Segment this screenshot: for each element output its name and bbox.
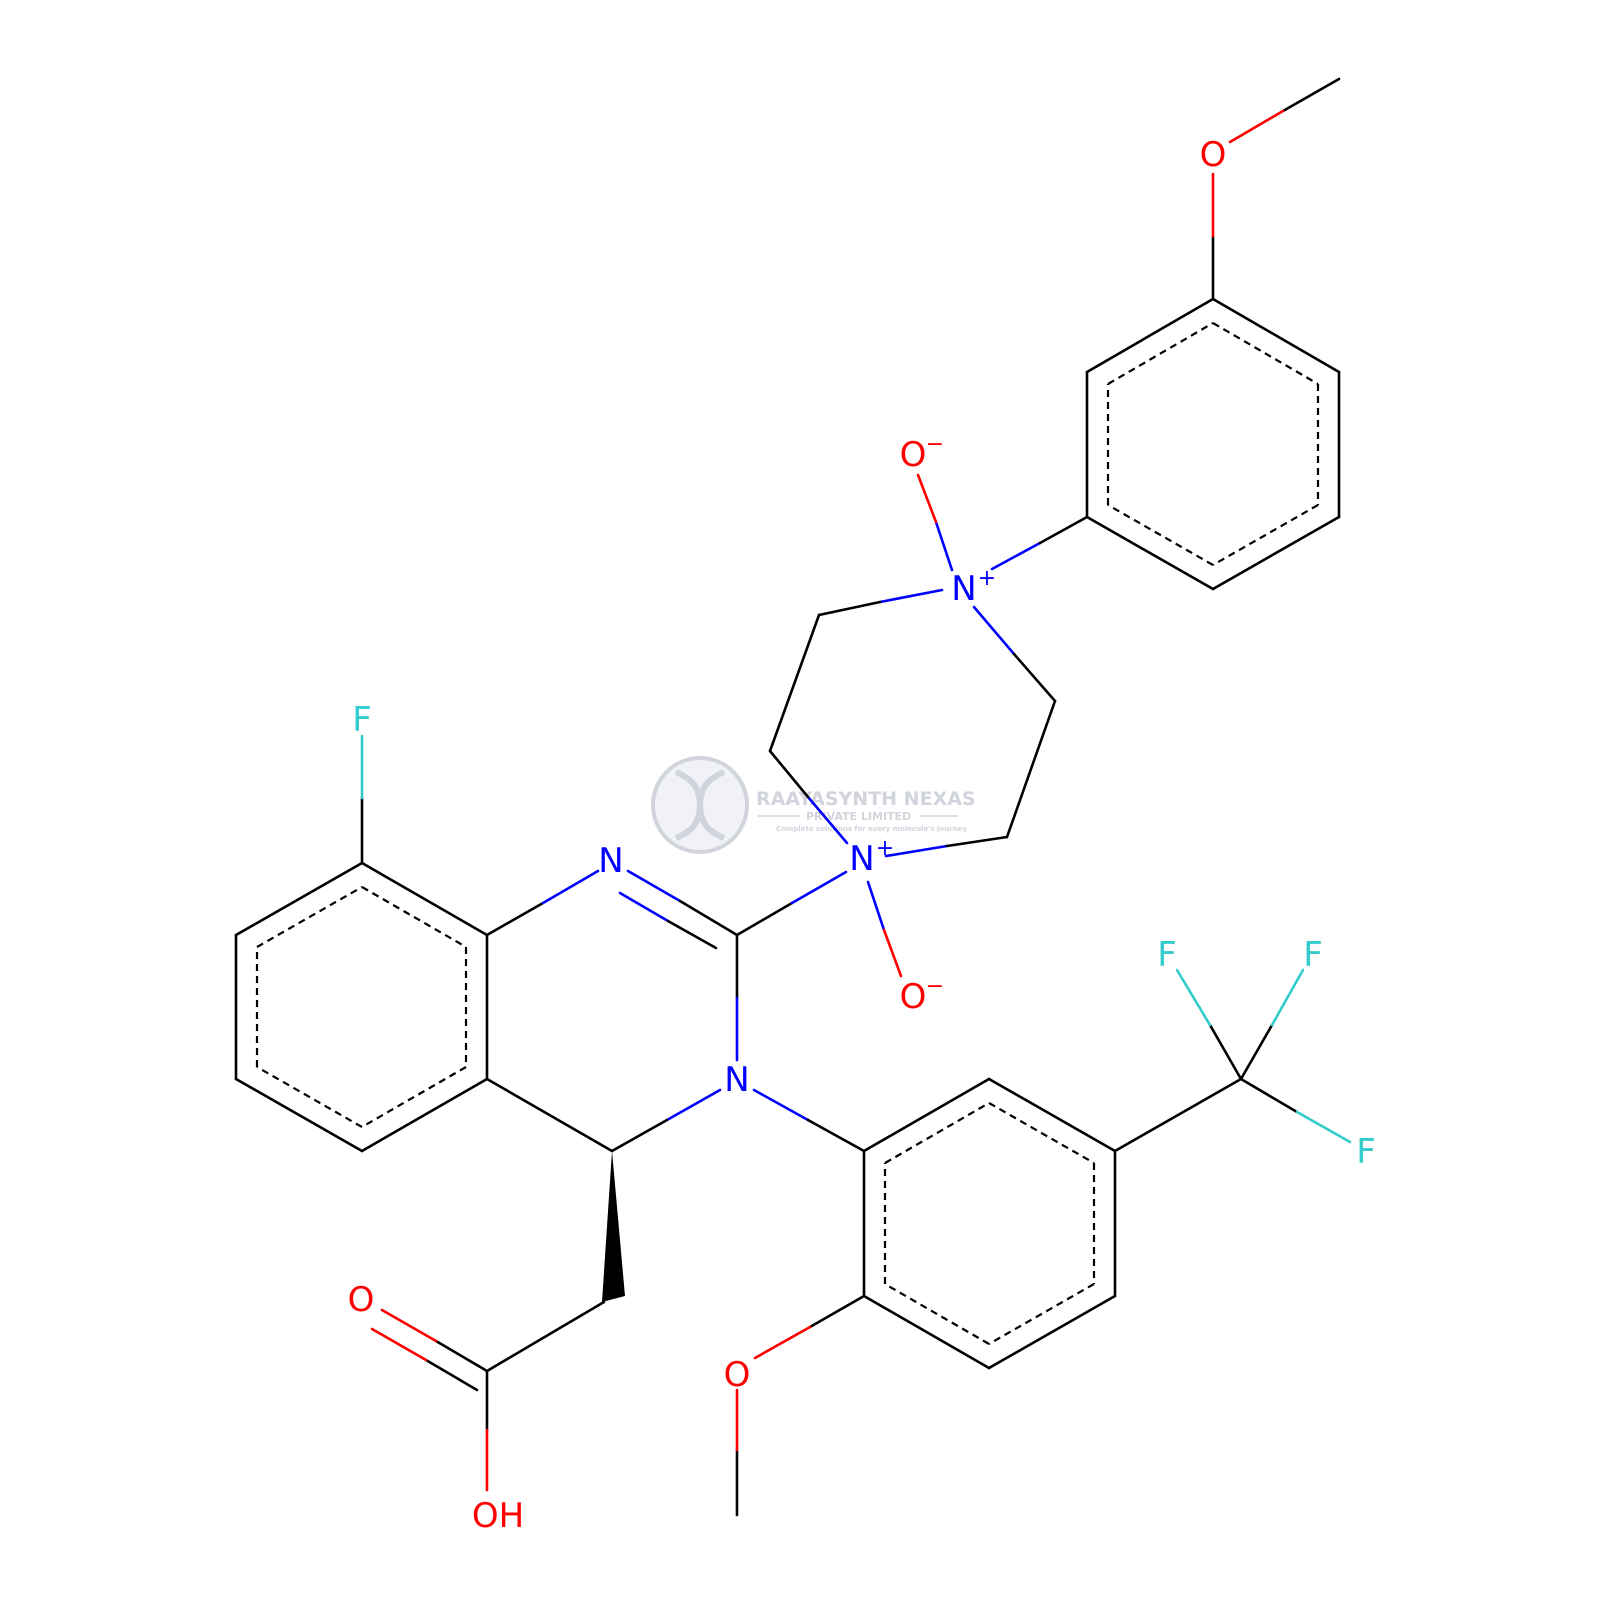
atom-label-o-methoxy-lower: O [724,1355,751,1395]
atom-label-f-cf3-a: F [1157,935,1177,975]
atom-label-oh: OH [472,1496,524,1536]
atom-label-f-cf3-b: F [1303,935,1323,975]
atom-label-f1: F [352,700,372,740]
atom-label-n3: N [724,1060,749,1100]
atom-labels: F N N N + N + O − O − O O O OH F F F [348,135,1376,1536]
charge-o-minus-upper: − [926,432,944,457]
charge-o-minus-lower: − [926,974,944,999]
watermark-name: RAAYASYNTH NEXAS [756,788,976,810]
watermark-tagline: Complete solutions for every molecule's … [776,825,967,833]
stereo-wedge-bond [602,1151,625,1302]
charge-n-plus-lower: + [876,836,894,861]
atom-label-f-cf3-c: F [1356,1132,1376,1172]
watermark-helix-icon [674,769,726,841]
atom-label-n-plus-lower: N [849,839,874,879]
atom-label-n1: N [598,841,623,881]
watermark-logo: RAAYASYNTH NEXAS PRIVATE LIMITED Complet… [651,756,976,854]
atom-label-o-methoxy-top: O [1200,135,1227,175]
heteroatom-bonds [360,109,1352,1492]
aromatic-inner-bonds [255,322,1320,1345]
watermark-subtitle: PRIVATE LIMITED [806,810,911,823]
atom-label-o-minus-upper: O [900,435,927,475]
atom-label-o-minus-lower: O [900,977,927,1017]
charge-n-plus-upper: + [978,566,996,591]
carbon-bonds [234,77,1341,1517]
atom-label-n-plus-upper: N [951,569,976,609]
atom-label-o-carbonyl: O [348,1280,375,1320]
